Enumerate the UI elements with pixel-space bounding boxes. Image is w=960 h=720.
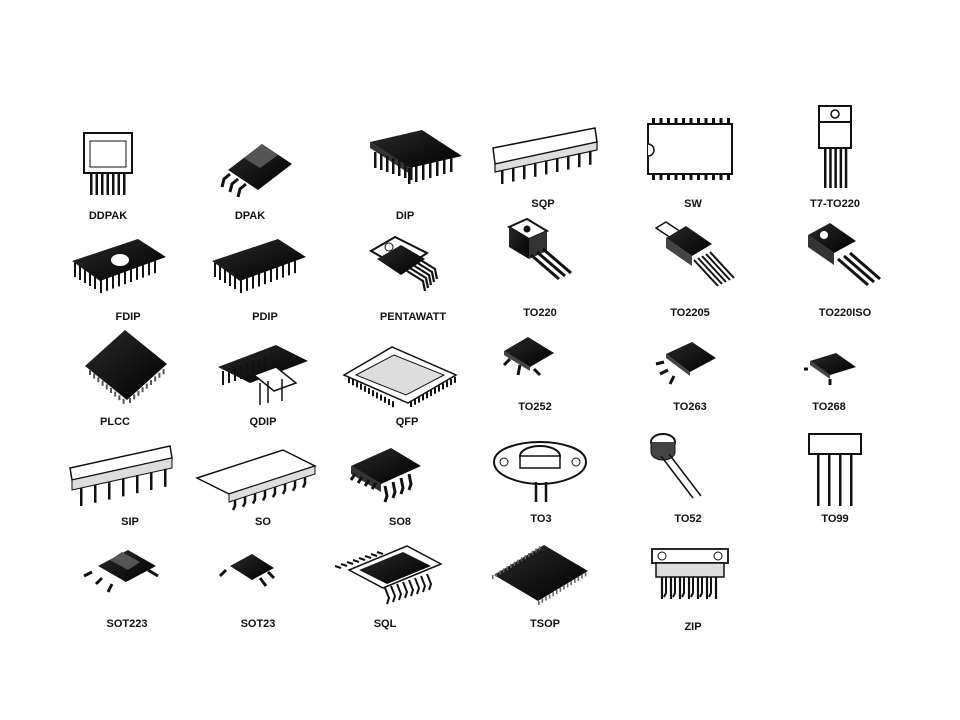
package-pentawatt: PENTAWATT [368,235,446,323]
package-sqp-label: SQP [531,198,554,210]
package-so8: SO8 [349,448,421,528]
package-fdip-drawing [72,239,166,293]
package-dip-drawing [370,130,462,184]
package-to252: TO252 [502,337,554,413]
package-zip-drawing [651,548,729,599]
package-fdip: FDIP [72,239,166,323]
package-sip-label: SIP [121,516,139,528]
package-to220-label: TO220 [523,307,556,319]
package-to263-label: TO263 [673,401,706,413]
package-sqp: SQP [492,127,598,210]
package-ddpak-drawing [83,132,133,195]
package-dpak-drawing [220,144,292,198]
package-to252-label: TO252 [518,401,551,413]
package-so8-label: SO8 [389,516,411,528]
package-qdip-label: QDIP [250,416,277,428]
package-plcc: PLCC [85,330,167,428]
package-sot223-label: SOT223 [107,618,148,630]
package-sw: SW [647,118,733,210]
package-sip-drawing [69,445,173,506]
package-to52: TO52 [650,433,702,525]
package-pentawatt-label: PENTAWATT [380,311,446,323]
package-to263: TO263 [655,342,716,413]
package-pdip-drawing [212,239,306,293]
package-so: SO [195,449,317,528]
package-sot223-drawing [83,550,159,593]
package-sqp-drawing [492,127,598,184]
package-sot223: SOT223 [83,550,159,630]
package-qfp-label: QFP [396,416,419,428]
package-sot23: SOT23 [218,554,276,630]
package-pdip-label: PDIP [252,311,278,323]
package-sql-label: SQL [374,618,397,630]
package-plcc-label: PLCC [100,416,130,428]
package-tsop-drawing [492,545,588,605]
package-to220-drawing [506,217,572,281]
package-to2205: TO2205 [654,221,735,319]
package-dip-label: DIP [396,210,414,222]
package-qfp: QFP [342,346,458,428]
package-sql: SQL [334,545,443,630]
package-fdip-label: FDIP [115,311,140,323]
package-to263-drawing [655,342,716,385]
package-sot23-label: SOT23 [241,618,276,630]
package-tsop: TSOP [492,545,588,630]
package-sot23-drawing [218,554,276,587]
package-to268-label: TO268 [812,401,845,413]
package-to52-drawing [650,433,702,499]
package-zip: ZIP [651,548,729,633]
package-pdip: PDIP [212,239,306,323]
package-tsop-label: TSOP [530,618,560,630]
package-sw-drawing [647,118,733,180]
package-so-drawing [195,449,317,511]
package-to52-label: TO52 [674,513,701,525]
package-to220iso: TO220ISO [808,223,881,319]
package-t7-to220-drawing [818,105,852,188]
package-to268-drawing [804,353,856,385]
package-qdip: QDIP [218,345,308,428]
package-sql-drawing [334,545,443,605]
package-ddpak: DDPAK [83,132,133,222]
package-to2205-drawing [654,221,735,287]
package-so8-drawing [349,448,421,503]
package-to268: TO268 [804,353,856,413]
package-to3-label: TO3 [530,513,551,525]
package-qfp-drawing [342,346,458,408]
package-dpak: DPAK [220,144,292,222]
package-zip-label: ZIP [684,621,701,633]
package-sw-label: SW [684,198,702,210]
package-to252-drawing [502,337,554,377]
package-t7-to220-label: T7-TO220 [810,198,860,210]
package-to220: TO220 [506,217,572,319]
package-qdip-drawing [218,345,308,405]
package-to99-label: TO99 [821,513,848,525]
package-so-label: SO [255,516,271,528]
package-to220iso-drawing [808,223,881,287]
package-sip: SIP [69,445,173,528]
package-plcc-drawing [85,330,167,404]
package-dpak-label: DPAK [235,210,265,222]
package-dip: DIP [370,130,462,222]
package-to99: TO99 [808,433,862,525]
package-to220iso-label: TO220ISO [819,307,872,319]
package-to3: TO3 [492,440,588,525]
package-to2205-label: TO2205 [670,307,710,319]
package-t7-to220: T7-TO220 [810,105,860,210]
package-pentawatt-drawing [368,235,439,292]
package-to99-drawing [808,433,862,506]
package-ddpak-label: DDPAK [89,210,127,222]
package-to3-drawing [492,440,588,502]
